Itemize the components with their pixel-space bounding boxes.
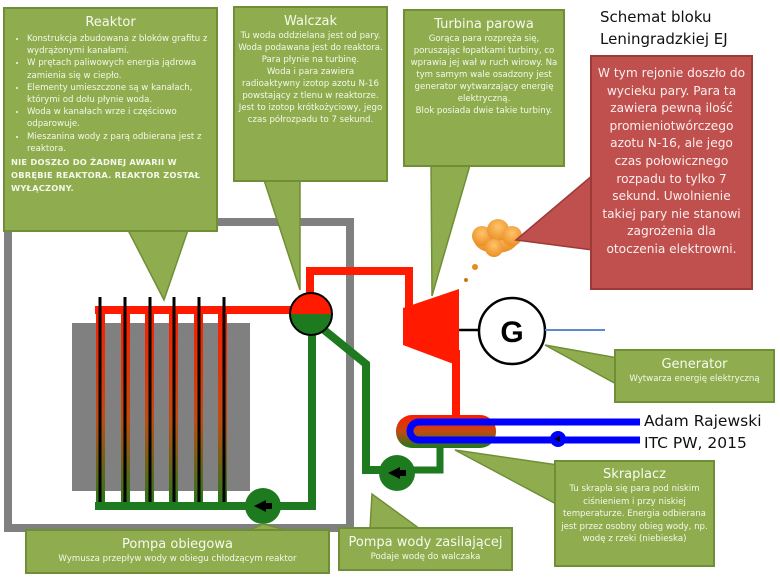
turbina-body-2: Blok posiada dwie takie turbiny. — [415, 106, 553, 116]
walczak-title: Walczak — [283, 14, 338, 29]
walczak-callout-tail — [262, 179, 301, 291]
diagram-title: Schemat bloku Leningradzkiej EJ — [600, 6, 728, 50]
reaktor-title: Reaktor — [85, 15, 136, 30]
steam-header — [95, 306, 295, 314]
circulation-pump — [245, 488, 281, 524]
reaktor-bullet: Mieszanina wody z parą odbierana jest z … — [27, 131, 210, 155]
feedwater-pipe — [315, 321, 396, 474]
author-name: Adam Rajewski — [644, 412, 762, 430]
skraplacz-title: Skraplacz — [603, 467, 666, 482]
warning-callout-tail — [514, 173, 594, 251]
pompa-obiegowa-title: Pompa obiegowa — [122, 537, 233, 552]
reaktor-callout: Reaktor Konstrukcja zbudowana z bloków g… — [3, 7, 218, 232]
turbina-title: Turbina parowa — [434, 17, 534, 32]
walczak-callout: Walczak Tu woda oddzielana jest od pary.… — [233, 6, 388, 182]
pompa-zasilajaca-title: Pompa wody zasilającej — [348, 535, 503, 550]
steam-leak-cloud — [464, 219, 522, 282]
author-org-year: ITC PW, 2015 — [644, 434, 747, 452]
pompa-zasilajaca-body: Podaje wodę do walczaka — [370, 552, 481, 562]
turbina-callout: Turbina parowa Gorąca para rozpręża się,… — [403, 9, 565, 167]
reaktor-warning: NIE DOSZŁO DO ŻADNEJ AWARII W OBRĘBIE RE… — [11, 157, 201, 194]
cooling-pump — [550, 431, 566, 447]
walczak-body-1: Tu woda oddzielana jest od pary. Woda po… — [238, 31, 383, 65]
generator-callout: Generator Wytwarza energię elektryczną — [614, 349, 775, 403]
reaktor-bullets: Konstrukcja zbudowana z bloków grafitu z… — [11, 33, 210, 155]
generator-body: Wytwarza energię elektryczną — [629, 374, 760, 384]
reaktor-callout-tail — [126, 229, 190, 302]
leak-warning-callout: W tym rejonie doszło do wycieku pary. Pa… — [590, 55, 753, 290]
reaktor-bullet: Woda w kanałach wrze i częściowo odparow… — [27, 106, 210, 130]
diagram-title-line-1: Schemat bloku — [600, 8, 712, 26]
steam-pipe — [306, 267, 413, 312]
feedwater-pump — [379, 455, 415, 491]
steam-drum — [289, 292, 333, 336]
pompa-obiegowa-body: Wymusza przepływ wody w obiegu chłodzący… — [58, 554, 297, 564]
reaktor-bullet: W prętach paliwowych energia jądrowa zam… — [27, 57, 210, 81]
generator-symbol: G — [500, 316, 523, 349]
reaktor-bullet: Konstrukcja zbudowana z bloków grafitu z… — [27, 33, 210, 57]
skraplacz-callout-tail — [454, 449, 559, 507]
steam-turbine — [403, 289, 459, 366]
pompa-obiegowa-callout: Pompa obiegowa Wymusza przepływ wody w o… — [25, 529, 330, 574]
diagram-title-line-2: Leningradzkiej EJ — [600, 30, 728, 48]
downcomer-pipe — [290, 330, 316, 510]
pompa-zasilajaca-callout: Pompa wody zasilającej Podaje wodę do wa… — [338, 527, 513, 571]
walczak-body-2: Woda i para zawiera radioaktywny izotop … — [238, 67, 383, 125]
generator-callout-tail — [544, 344, 619, 387]
turbina-callout-tail — [430, 164, 471, 297]
cooling-water-loop — [406, 418, 640, 444]
author-credit: Adam Rajewski ITC PW, 2015 — [644, 410, 762, 454]
skraplacz-body: Tu skrapla się para pod niskim ciśnienie… — [561, 484, 708, 545]
water-header — [95, 502, 315, 510]
pompa-zasil-callout-tail — [369, 492, 423, 530]
fuel-rods — [98, 297, 226, 502]
skraplacz-callout: Skraplacz Tu skrapla się para pod niskim… — [554, 460, 715, 567]
generator-title: Generator — [661, 357, 728, 372]
reaktor-bullet: Elementy umieszczone są w kanałach, któr… — [27, 82, 210, 106]
turbina-body-1: Gorąca para rozpręża się, poruszając łop… — [410, 34, 558, 104]
